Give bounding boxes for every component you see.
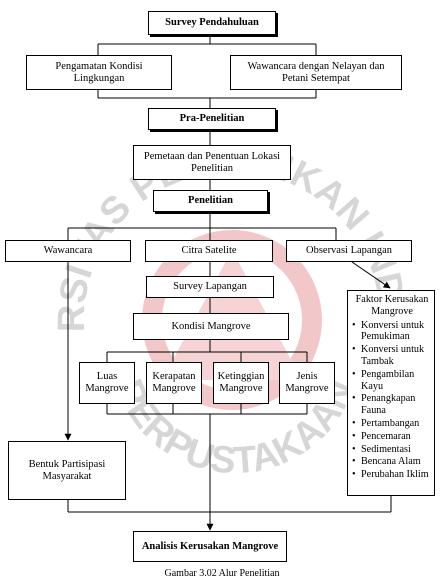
wawancara-nelayan-box: Wawancara dengan Nelayan dan Petani Sete… xyxy=(230,55,402,90)
pemetaan-box: Pemetaan dan Penentuan Lokasi Penelitian xyxy=(133,145,291,180)
analisis-label: Analisis Kerusakan Mangrove xyxy=(141,540,279,552)
pra-penelitian-box: Pra-Penelitian xyxy=(148,108,276,130)
survey-pendahuluan-box: Survey Pendahuluan xyxy=(148,11,276,35)
faktor-item: Bencana Alam xyxy=(352,456,432,468)
faktor-item: Sedimentasi xyxy=(352,444,432,456)
jenis-label: Jenis Mangrove xyxy=(285,371,329,394)
pengamatan-box: Pengamatan Kondisi Lingkungan xyxy=(26,55,172,90)
survey-lapangan-label: Survey Lapangan xyxy=(173,281,247,292)
penelitian-box: Penelitian xyxy=(153,190,268,212)
observasi-box: Observasi Lapangan xyxy=(286,240,412,262)
faktor-item: Konversi untuk Pemukiman xyxy=(352,320,432,344)
wawancara-label: Wawancara xyxy=(43,245,93,256)
kerapatan-box: Kerapatan Mangrove xyxy=(146,362,202,404)
luas-box: Luas Mangrove xyxy=(79,362,135,404)
luas-label: Luas Mangrove xyxy=(85,371,129,394)
survey-lapangan-box: Survey Lapangan xyxy=(146,276,274,298)
pemetaan-label: Pemetaan dan Penentuan Lokasi Penelitian xyxy=(143,150,281,174)
kerapatan-label: Kerapatan Mangrove xyxy=(152,371,196,394)
pengamatan-label: Pengamatan Kondisi Lingkungan xyxy=(55,60,143,84)
ketinggian-box: Ketinggian Mangrove xyxy=(213,362,269,404)
bentuk-partisipasi-box: Bentuk Partisipasi Masyarakat xyxy=(8,441,126,500)
kondisi-mangrove-label: Kondisi Mangrove xyxy=(171,320,251,332)
ketinggian-label: Ketinggian Mangrove xyxy=(217,371,265,394)
wawancara-nelayan-label: Wawancara dengan Nelayan dan Petani Sete… xyxy=(247,60,385,84)
citra-satelite-label: Citra Satelite xyxy=(181,245,237,256)
faktor-item: Pengambilan Kayu xyxy=(352,369,432,393)
pra-penelitian-label: Pra-Penelitian xyxy=(179,113,245,124)
faktor-item: Pertambangan xyxy=(352,418,432,430)
faktor-item: Pencemaran xyxy=(352,431,432,443)
faktor-kerusakan-title: Faktor Kerusakan Mangrove xyxy=(355,294,429,317)
analisis-box: Analisis Kerusakan Mangrove xyxy=(133,531,287,562)
penelitian-label: Penelitian xyxy=(188,195,233,206)
faktor-kerusakan-list: Konversi untuk PemukimanKonversi untuk T… xyxy=(352,320,432,481)
faktor-item: Penangkapan Fauna xyxy=(352,393,432,417)
wawancara-box: Wawancara xyxy=(5,240,131,262)
bentuk-partisipasi-label: Bentuk Partisipasi Masyarakat xyxy=(28,458,106,482)
citra-satelite-box: Citra Satelite xyxy=(145,240,273,262)
faktor-kerusakan-box: Faktor Kerusakan Mangrove Konversi untuk… xyxy=(347,290,435,496)
faktor-item: Perubahan Iklim xyxy=(352,469,432,481)
survey-pendahuluan-label: Survey Pendahuluan xyxy=(165,17,259,28)
observasi-label: Observasi Lapangan xyxy=(305,245,392,256)
jenis-box: Jenis Mangrove xyxy=(279,362,335,404)
figure-caption: Gambar 3.02 Alur Penelitian xyxy=(164,568,280,579)
kondisi-mangrove-box: Kondisi Mangrove xyxy=(133,313,289,340)
faktor-item: Konversi untuk Tambak xyxy=(352,344,432,368)
